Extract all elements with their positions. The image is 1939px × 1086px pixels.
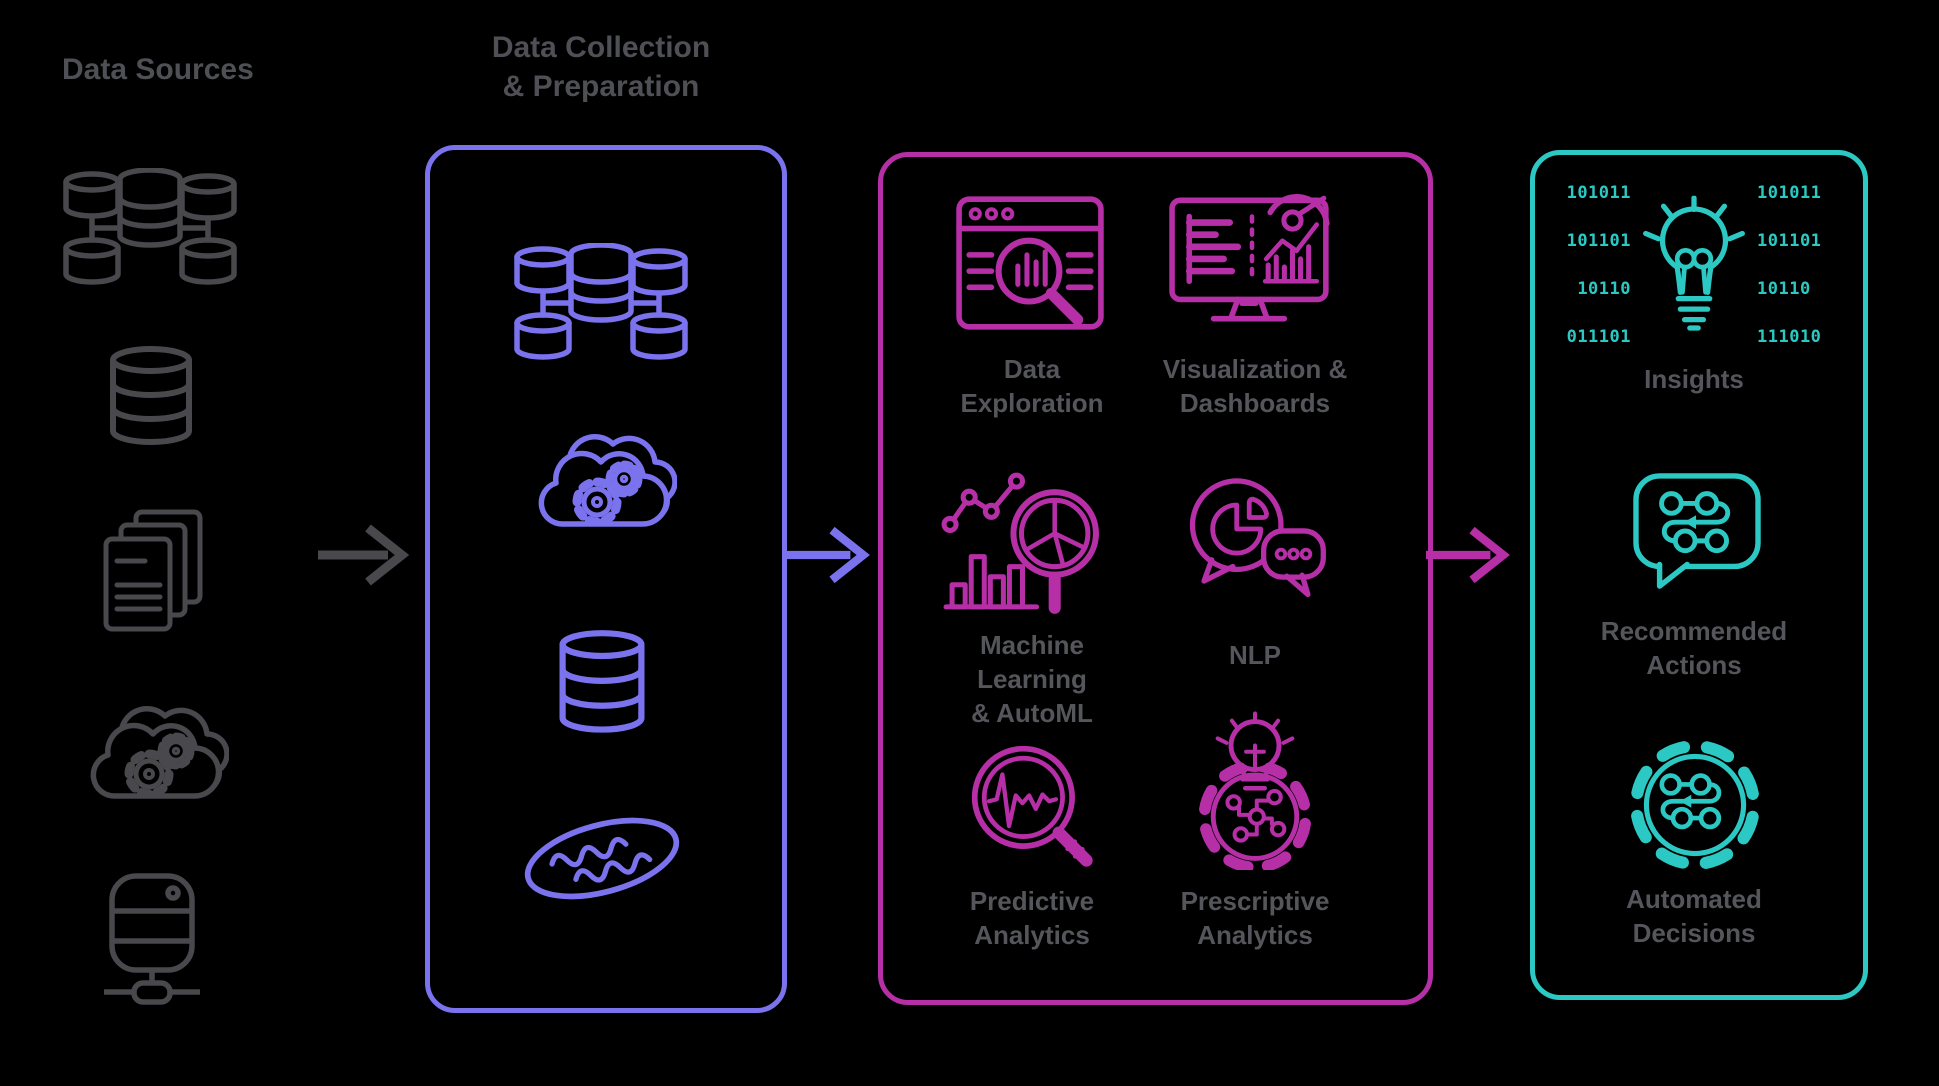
database-icon bbox=[555, 628, 649, 742]
label-line: Analytics bbox=[1197, 920, 1313, 950]
database-icon bbox=[106, 344, 196, 454]
nlp-label: NLP bbox=[1155, 638, 1355, 672]
data-exploration-icon bbox=[954, 194, 1106, 332]
analytics-to-outcomes-arrow bbox=[1426, 519, 1518, 591]
label-line: Analytics bbox=[974, 920, 1090, 950]
automated-decisions-icon bbox=[1624, 734, 1766, 876]
binary-line: 011101 bbox=[1566, 327, 1631, 347]
binary-line: 101011 bbox=[1566, 183, 1631, 203]
binary-code-right: 101011 101101 10110 111010 bbox=[1757, 153, 1821, 377]
recommended-actions-label: Recommended Actions bbox=[1594, 614, 1794, 682]
binary-code-left: 101011 101101 10110 011101 bbox=[1567, 153, 1631, 377]
server-icon bbox=[104, 871, 200, 1007]
collection-to-analytics-arrow bbox=[786, 519, 878, 591]
data-collection-title-line2: & Preparation bbox=[502, 70, 700, 103]
label-line: Prescriptive bbox=[1180, 886, 1330, 916]
data-collection-box bbox=[425, 145, 787, 1013]
visualization-dashboards-icon bbox=[1167, 186, 1339, 338]
label-line: Data bbox=[1003, 354, 1061, 384]
data-collection-title: Data Collection & Preparation bbox=[421, 28, 781, 106]
label-line: Automated bbox=[1626, 884, 1762, 914]
label-line: Decisions bbox=[1632, 918, 1756, 948]
analytics-box bbox=[878, 152, 1433, 1005]
data-sources-title: Data Sources bbox=[62, 53, 254, 86]
prescriptive-analytics-label: Prescriptive Analytics bbox=[1155, 884, 1355, 952]
binary-line: 101101 bbox=[1566, 231, 1631, 251]
nlp-icon bbox=[1179, 475, 1331, 610]
binary-line: 101101 bbox=[1757, 231, 1822, 251]
label-line: Machine Learning bbox=[977, 630, 1087, 694]
data-lake-icon bbox=[516, 805, 688, 912]
label-line: Predictive bbox=[969, 886, 1095, 916]
insights-label: Insights bbox=[1594, 362, 1794, 396]
machine-learning-label: Machine Learning & AutoML bbox=[922, 628, 1142, 730]
data-exploration-label: Data Exploration bbox=[932, 352, 1132, 420]
insights-bulb-icon: 101011 101101 10110 011101 101011 101101… bbox=[1566, 185, 1822, 346]
label-line: Dashboards bbox=[1179, 388, 1331, 418]
label-line: Actions bbox=[1646, 650, 1742, 680]
database-cluster-icon bbox=[513, 243, 689, 363]
database-cluster-icon bbox=[62, 168, 238, 288]
label-line: NLP bbox=[1229, 640, 1281, 670]
label-line: & AutoML bbox=[971, 698, 1093, 728]
binary-line: 101011 bbox=[1757, 183, 1822, 203]
automated-decisions-label: Automated Decisions bbox=[1594, 882, 1794, 950]
predictive-analytics-label: Predictive Analytics bbox=[932, 884, 1132, 952]
prescriptive-analytics-icon bbox=[1182, 710, 1328, 870]
data-collection-title-line1: Data Collection bbox=[491, 31, 711, 64]
recommended-actions-icon bbox=[1630, 470, 1764, 594]
label-line: Recommended bbox=[1600, 616, 1788, 646]
documents-icon bbox=[100, 506, 205, 634]
label-line: Visualization & bbox=[1162, 354, 1348, 384]
cloud-processing-icon bbox=[77, 692, 229, 822]
label-line: Insights bbox=[1644, 364, 1744, 394]
lightbulb-icon bbox=[1631, 194, 1757, 336]
machine-learning-icon bbox=[938, 466, 1104, 619]
binary-line: 111010 bbox=[1757, 327, 1822, 347]
predictive-analytics-icon bbox=[968, 742, 1096, 870]
outcomes-box bbox=[1530, 150, 1868, 1000]
sources-to-collection-arrow bbox=[318, 519, 418, 591]
binary-line: 10110 bbox=[1577, 279, 1631, 299]
label-line: Exploration bbox=[960, 388, 1104, 418]
visualization-dashboards-label: Visualization & Dashboards bbox=[1155, 352, 1355, 420]
cloud-processing-icon bbox=[525, 420, 677, 550]
binary-line: 10110 bbox=[1757, 279, 1811, 299]
